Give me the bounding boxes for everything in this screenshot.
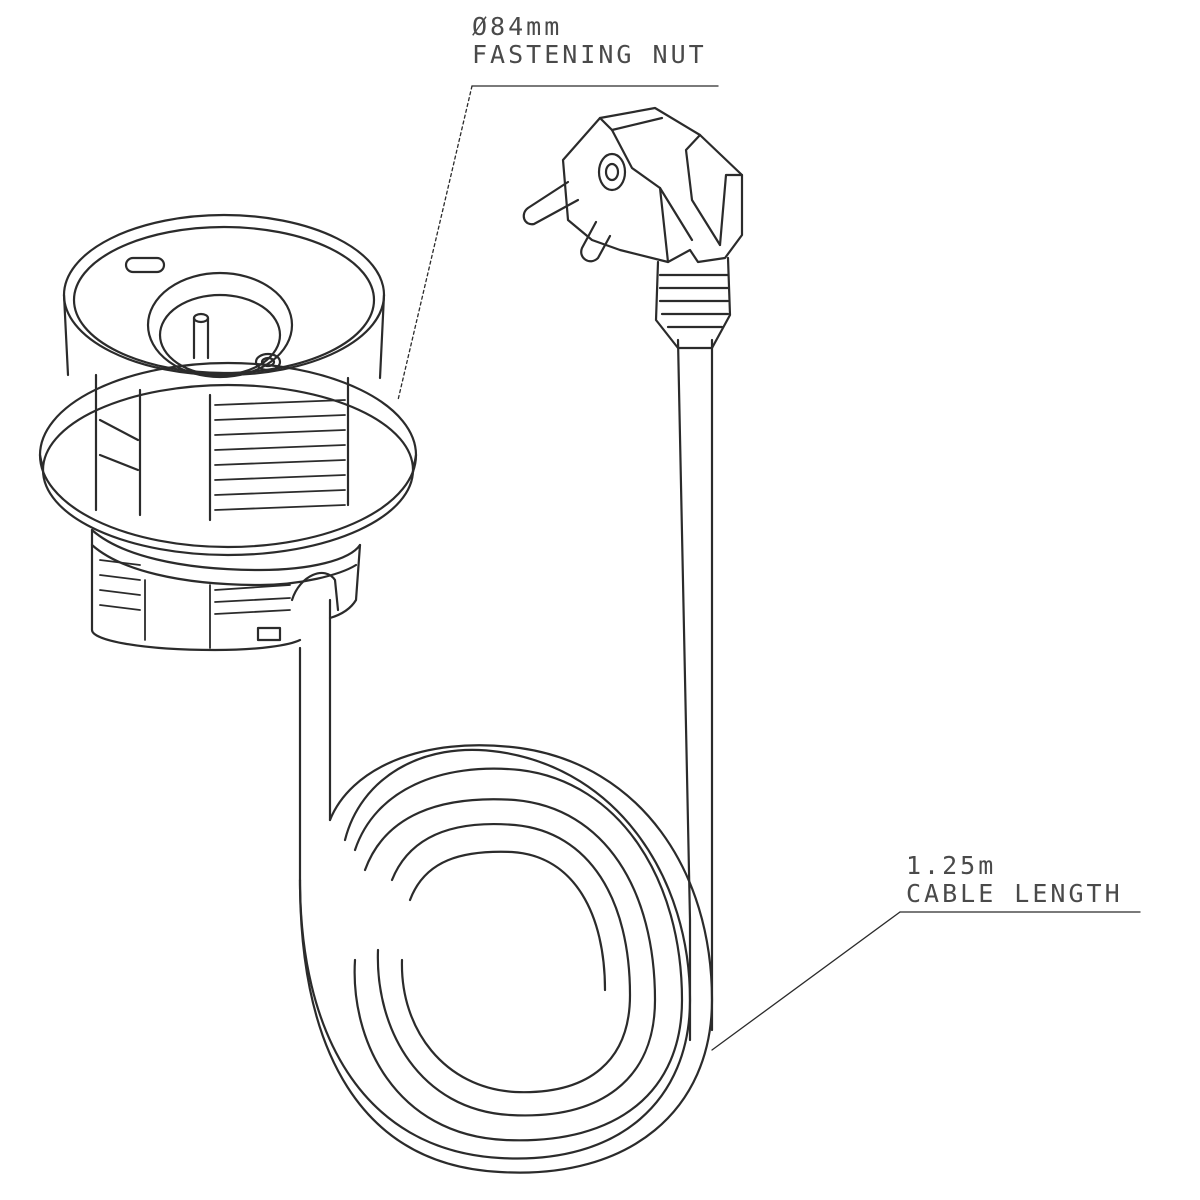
nut-leader-line (397, 85, 719, 401)
cable-leader-line (711, 911, 1141, 1051)
cable-size-label: 1.25m (906, 851, 997, 880)
nut-name-label: FASTENING NUT (472, 40, 707, 69)
threads (214, 399, 346, 511)
cable-name-label: CABLE LENGTH (906, 879, 1123, 908)
nut-size-label: Ø84mm (472, 12, 563, 41)
plug (522, 106, 744, 350)
socket-unit (38, 213, 418, 652)
cable-coil (298, 338, 714, 1174)
